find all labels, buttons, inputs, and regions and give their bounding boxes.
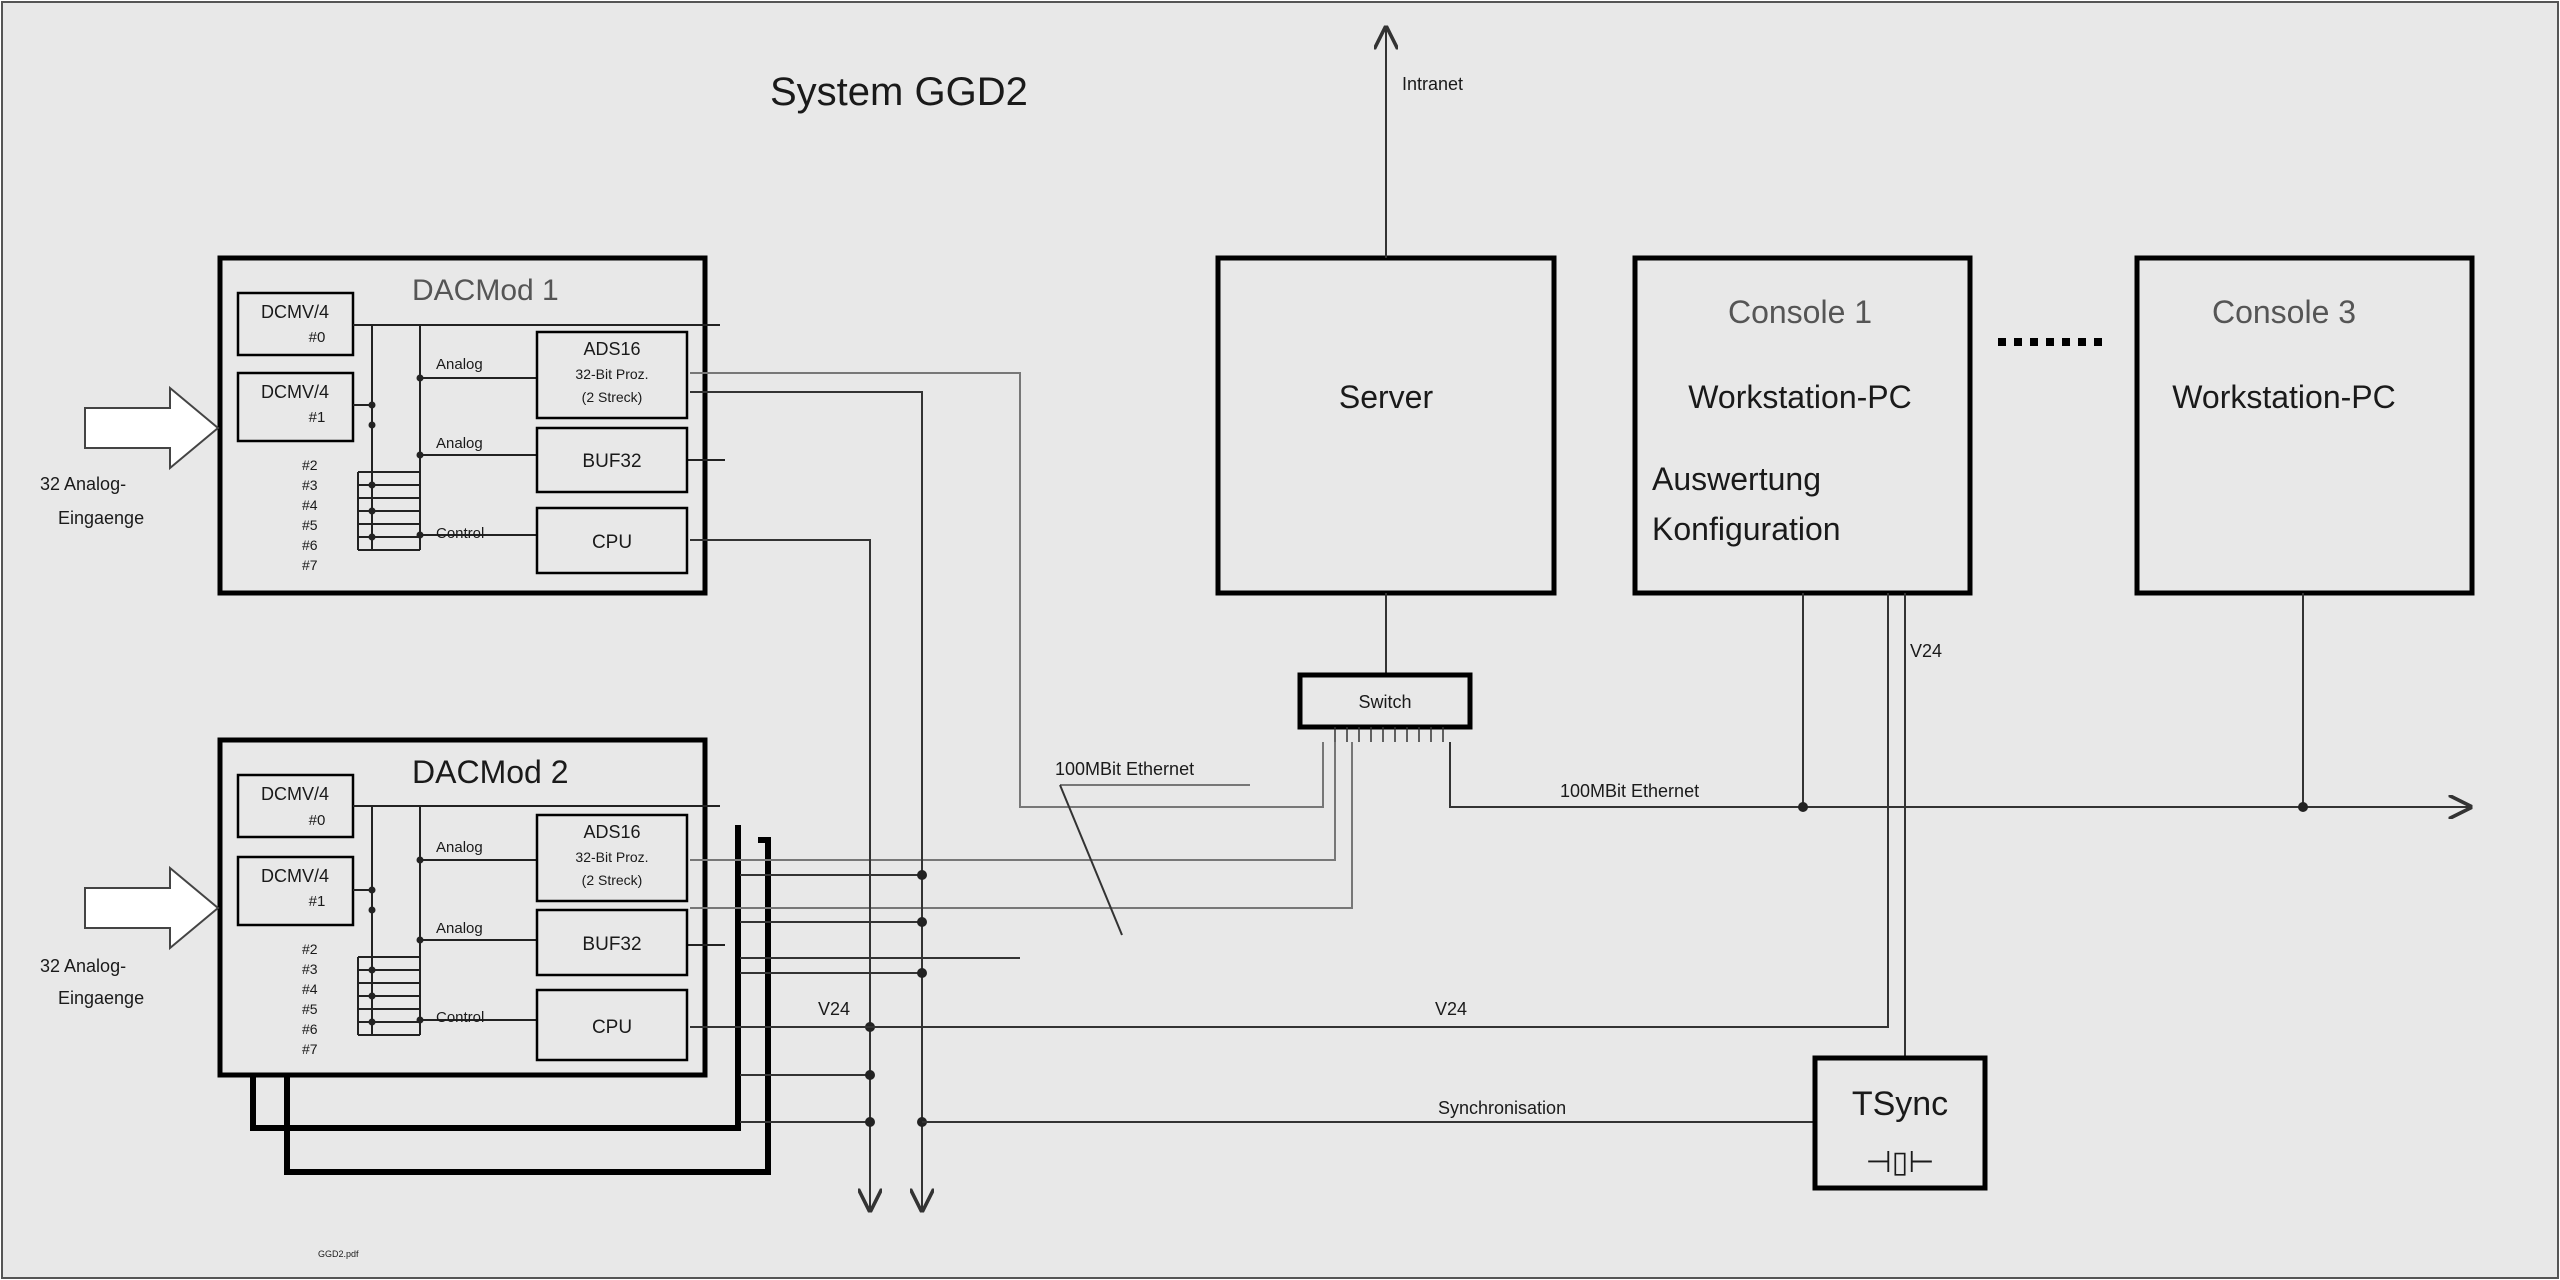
dacmod-2-title: DACMod 2 [412, 754, 569, 790]
sync-label: Synchronisation [1438, 1098, 1566, 1118]
dacmod-1-dcmv-1-num: #1 [309, 409, 326, 426]
dacmod-2: DACMod 2 DCMV/4 #0 DCMV/4 #1 #2 #3 #4 #5… [217, 737, 725, 1078]
slot-label: #2 [302, 457, 318, 473]
dacmod-2-dcmv-0-num: #0 [309, 812, 326, 829]
dacmod-1-input-arrow [84, 385, 220, 471]
server-box [1215, 255, 1557, 596]
ethernet-right [1449, 593, 2470, 807]
junction [2298, 802, 2308, 812]
console-3-subtitle: Workstation-PC [2172, 379, 2395, 415]
dacmod-2-buf32 [535, 908, 689, 977]
tsync-label: TSync [1852, 1085, 1948, 1123]
page-title: System GGD2 [770, 70, 1028, 114]
slot-label: #4 [302, 497, 318, 513]
dacmod-1-buf32-label: BUF32 [582, 451, 641, 472]
switch-label: Switch [1358, 692, 1411, 712]
switch-ports [1334, 727, 1444, 742]
dacmod-2-input-label-2: Eingaenge [58, 988, 144, 1008]
dacmod-1-title: DACMod 1 [412, 274, 559, 307]
slot-label: #2 [302, 941, 318, 957]
console-1-title: Console 1 [1728, 294, 1872, 330]
console-1-subtitle: Workstation-PC [1688, 379, 1911, 415]
dacmod-1-ads16-sub1: 32-Bit Proz. [575, 366, 648, 382]
slot-label: #3 [302, 477, 318, 493]
dacmod-1-input-label-1: 32 Analog- [40, 474, 126, 494]
dacmod-2-dcmv-1-label: DCMV/4 [261, 866, 329, 886]
console-1-line-2: Konfiguration [1652, 511, 1841, 547]
slot-label: #5 [302, 1001, 318, 1017]
ethernet-label-right: 100MBit Ethernet [1560, 781, 1699, 801]
crystal-icon: ⊣▯⊢ [1866, 1146, 1935, 1179]
v24-label-console: V24 [1910, 641, 1942, 661]
slot-label: #6 [302, 1021, 318, 1037]
junction [1798, 802, 1808, 812]
dacmod-1-analog-label-2: Analog [436, 435, 483, 452]
dacmod-1-input-label-2: Eingaenge [58, 508, 144, 528]
dacmod-2-ads16-sub1: 32-Bit Proz. [575, 849, 648, 865]
dacmod-2-analog-label-2: Analog [436, 920, 483, 937]
dacmod-1-ads16-sub2: (2 Streck) [582, 389, 643, 405]
slot-label: #5 [302, 517, 318, 533]
dacmod-1-ads16 [535, 330, 689, 420]
slot-label: #7 [302, 557, 318, 573]
dacmod-1-wiring [353, 324, 725, 551]
dacmod-1-analog-label-1: Analog [436, 356, 483, 373]
switch-box [1297, 672, 1473, 730]
dacmod-1-buf32 [535, 426, 689, 494]
ethernet-label-left: 100MBit Ethernet [1055, 759, 1194, 779]
dacmod-2-cpu-label: CPU [592, 1017, 632, 1038]
v24-label-dacmod: V24 [818, 999, 850, 1019]
dacmod-1-dcmv-0-num: #0 [309, 329, 326, 346]
dacmod-2-ads16-sub2: (2 Streck) [582, 872, 643, 888]
ethernet-leader-line [1059, 784, 1123, 936]
dacmod-2-buf32-label: BUF32 [582, 934, 641, 955]
vertical-buses [690, 391, 1020, 1210]
slot-label: #6 [302, 537, 318, 553]
dacmod-1-dcmv-1 [236, 371, 355, 443]
dacmod-2-dcmv-1-num: #1 [309, 893, 326, 910]
console-1-line-1: Auswertung [1652, 461, 1821, 497]
dacmod-2-dcmv-0-label: DCMV/4 [261, 784, 329, 804]
dacmod-stack-shadow-2 [284, 837, 771, 1175]
slot-label: #7 [302, 1041, 318, 1057]
dacmod-2-control-label: Control [436, 1009, 484, 1026]
intranet-label: Intranet [1402, 74, 1463, 94]
dacmod-2-input-arrow [84, 865, 220, 951]
console-3-title: Console 3 [2212, 294, 2356, 330]
v24-line [690, 593, 1889, 1028]
console-3-box [2134, 255, 2475, 596]
dacmod-1: DACMod 1 DCMV/4 #0 DCMV/4 #1 #2 #3 #4 #5… [217, 255, 725, 596]
footer-note: GGD2.pdf [318, 1249, 359, 1259]
slot-label: #4 [302, 981, 318, 997]
dacmod-1-control-label: Control [436, 525, 484, 542]
dacmod-2-analog-label-1: Analog [436, 839, 483, 856]
dacmod-1-dcmv-1-label: DCMV/4 [261, 382, 329, 402]
dacmod-2-dcmv-1 [236, 855, 355, 927]
dacmod-1-slot-labels: #2 #3 #4 #5 #6 #7 [302, 457, 318, 573]
dacmod-2-junctions [368, 856, 424, 1026]
server-label: Server [1339, 379, 1434, 415]
dacmod-1-dcmv-0 [236, 291, 355, 357]
tsync-box [1812, 1055, 1988, 1191]
ethernet-left [690, 372, 1353, 909]
dacmod-1-cpu-label: CPU [592, 532, 632, 553]
slot-label: #3 [302, 961, 318, 977]
v24-label-mid: V24 [1435, 999, 1467, 1019]
dacmod-2-ads16-label: ADS16 [583, 822, 640, 842]
dacmod-1-ads16-label: ADS16 [583, 339, 640, 359]
dacmod-1-junctions [368, 374, 424, 541]
dacmod-1-dcmv-0-label: DCMV/4 [261, 302, 329, 322]
dacmod-stack-shadow-1 [250, 825, 741, 1131]
dacmod-2-slot-labels: #2 #3 #4 #5 #6 #7 [302, 941, 318, 1057]
dacmod-2-input-label-1: 32 Analog- [40, 956, 126, 976]
dacmod-2-ads16 [535, 813, 689, 903]
dacmod-1-cpu [535, 506, 689, 575]
dacmod-2-cpu [535, 988, 689, 1062]
